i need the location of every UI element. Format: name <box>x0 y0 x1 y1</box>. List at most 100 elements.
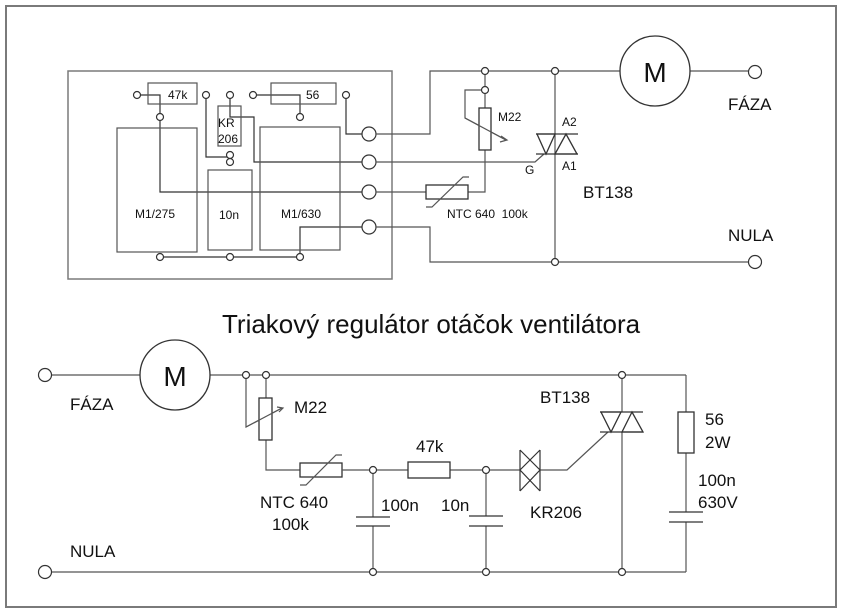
bottom-resistor-56-label-2: 2W <box>705 433 731 452</box>
bottom-junction <box>368 465 378 475</box>
bottom-junction <box>617 567 627 577</box>
pcb-trace-to-top <box>345 95 362 135</box>
top-pot-arrow <box>499 135 509 143</box>
top-motor-label: M <box>643 57 666 88</box>
pcb-cap-10n <box>207 169 253 251</box>
pcb-terminal-3 <box>361 184 377 200</box>
top-wire-phase-line <box>376 70 620 135</box>
top-motor <box>619 35 691 107</box>
bottom-pot-wiper-line <box>245 407 283 428</box>
pcb-cap-m1-275 <box>116 127 198 253</box>
bottom-cap-snubber-label-2: 630V <box>698 493 738 512</box>
bottom-potentiometer <box>258 397 273 441</box>
pcb-layout: 47k 56 KR 206 M1/275 10n M1/630 <box>67 70 393 280</box>
pcb-resistor-56-label: 56 <box>306 88 320 102</box>
pcb-pad <box>295 252 305 262</box>
pcb-diac-label-1: KR <box>218 116 235 130</box>
top-junction <box>550 257 560 267</box>
pcb-pad <box>225 252 235 262</box>
pcb-cap-m1-275-label: M1/275 <box>135 207 175 221</box>
pcb-resistor-56 <box>270 82 337 105</box>
bottom-nula-label: NULA <box>70 542 116 561</box>
bottom-neutral-terminal <box>37 564 53 580</box>
top-wire-gate <box>376 153 545 163</box>
bottom-ntc-slash <box>300 454 342 486</box>
outer-frame <box>5 5 837 608</box>
pcb-cap-m1-630-label: M1/630 <box>281 207 321 221</box>
bottom-triac <box>599 410 645 434</box>
bottom-resistor-47k-label: 47k <box>416 437 444 456</box>
top-nula-label: NULA <box>728 226 774 245</box>
bottom-motor <box>139 339 211 411</box>
top-wire-ntc-right <box>468 150 486 193</box>
bottom-cap-100n-label: 100n <box>381 496 419 515</box>
pcb-diac-kr206 <box>217 105 242 147</box>
top-junction <box>480 85 490 95</box>
bottom-cap-10n-label: 10n <box>441 496 469 515</box>
pcb-pad <box>225 157 235 167</box>
pcb-terminal-2 <box>361 154 377 170</box>
pcb-trace-56 <box>253 94 301 117</box>
top-wire-neutral <box>376 226 748 263</box>
pcb-pad <box>155 252 165 262</box>
bottom-junction <box>241 370 251 380</box>
pcb-pad <box>341 90 351 100</box>
pcb-cap-10n-label: 10n <box>219 208 239 222</box>
bottom-pot-label: M22 <box>294 398 327 417</box>
bottom-pot-arrow <box>276 406 285 413</box>
diagram-title: Triakový regulátor otáčok ventilátora <box>222 309 641 339</box>
pcb-terminal-1 <box>361 126 377 142</box>
pcb-trace-47k-to-ntc <box>137 94 362 193</box>
bottom-resistor-47k <box>407 461 451 479</box>
pcb-terminal-4 <box>361 219 377 235</box>
top-phase-terminal <box>747 64 763 80</box>
bottom-junction <box>481 567 491 577</box>
pcb-trace-diac-to-10n <box>205 95 230 158</box>
top-ntc-label: NTC 640 100k <box>447 207 529 221</box>
pcb-pad <box>225 150 235 160</box>
pcb-resistor-47k <box>147 82 198 105</box>
bottom-junction <box>481 465 491 475</box>
bottom-resistor-56-label-1: 56 <box>705 410 724 429</box>
bottom-junction <box>368 567 378 577</box>
pcb-pad <box>155 112 165 122</box>
pcb-pad <box>132 90 142 100</box>
bottom-faza-label: FÁZA <box>70 395 114 414</box>
bottom-resistor-56 <box>677 411 695 454</box>
pcb-trace-diac-to-gate <box>229 95 362 163</box>
pcb-diac-label-2: 206 <box>218 132 238 146</box>
top-triac-a1-label: A1 <box>562 159 577 173</box>
bottom-schematic: M22 NTC 640 100k 100n 47k 10n KR <box>37 339 738 580</box>
bottom-ntc-label-2: 100k <box>272 515 309 534</box>
top-schematic: M22 NTC 640 100k A2 A1 G BT138 M FÁZA NU… <box>376 35 774 270</box>
top-triac-g-label: G <box>525 163 534 177</box>
pcb-cap-m1-630 <box>259 126 341 251</box>
top-junction <box>480 66 490 76</box>
top-triac-a2-label: A2 <box>562 115 577 129</box>
top-pot-wiper-line <box>464 117 507 141</box>
bottom-junction <box>261 370 271 380</box>
top-junction <box>550 66 560 76</box>
pcb-pad <box>295 112 305 122</box>
top-faza-label: FÁZA <box>728 95 772 114</box>
bottom-diac-label: KR206 <box>530 503 582 522</box>
bottom-triac-label: BT138 <box>540 388 590 407</box>
bottom-diac <box>519 449 541 492</box>
bottom-junction <box>617 370 627 380</box>
pcb-pad <box>201 90 211 100</box>
top-ntc-slash <box>426 176 469 208</box>
pcb-resistor-47k-label: 47k <box>168 88 188 102</box>
bottom-motor-label: M <box>163 361 186 392</box>
bottom-wire-diac-to-gate <box>540 431 609 471</box>
bottom-cap-snubber-label-1: 100n <box>698 471 736 490</box>
pcb-pad <box>225 90 235 100</box>
bottom-wire-pot-to-ntc <box>265 440 300 471</box>
bottom-phase-terminal <box>37 367 53 383</box>
top-triac-label: BT138 <box>583 183 633 202</box>
pcb-board-outline <box>67 70 393 280</box>
top-triac <box>535 132 579 156</box>
top-pot-label: M22 <box>498 110 522 124</box>
top-neutral-terminal <box>747 254 763 270</box>
bottom-ntc-label-1: NTC 640 <box>260 493 328 512</box>
